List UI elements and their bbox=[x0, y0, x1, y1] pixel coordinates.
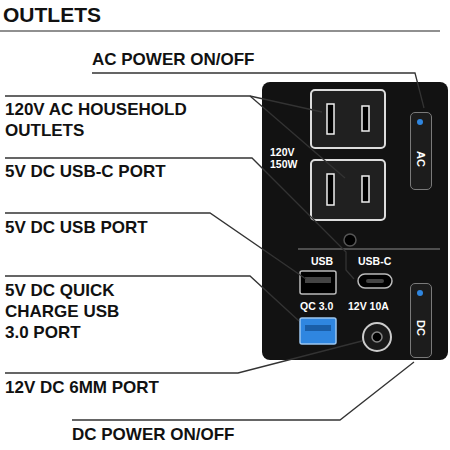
usb-c-port bbox=[358, 274, 392, 288]
callout-label: 120V AC HOUSEHOLD OUTLETS bbox=[5, 99, 205, 141]
qc-usb-port bbox=[300, 318, 336, 344]
outlet-panel bbox=[262, 82, 448, 360]
panel-marking: USB-C bbox=[358, 255, 391, 267]
callout-label: 5V DC USB PORT bbox=[5, 217, 148, 238]
title: OUTLETS bbox=[3, 3, 101, 27]
panel-hole bbox=[344, 234, 356, 246]
panel-divider bbox=[298, 248, 440, 249]
leader-lines bbox=[5, 73, 424, 420]
title-rule bbox=[0, 30, 440, 31]
power-button: DC bbox=[410, 283, 432, 358]
ac-outlet bbox=[311, 160, 385, 220]
leader-line bbox=[5, 158, 354, 279]
button-label: AC bbox=[415, 151, 427, 167]
indicator-light bbox=[417, 290, 423, 296]
callout-label: AC POWER ON/OFF bbox=[92, 49, 254, 70]
leader-line bbox=[250, 96, 345, 178]
button-label: DC bbox=[415, 320, 427, 336]
callout-label: 5V DC USB-C PORT bbox=[5, 161, 166, 182]
leader-line bbox=[5, 341, 362, 373]
power-button: AC bbox=[410, 112, 432, 190]
panel-marking: USB bbox=[311, 255, 333, 267]
callout-label: DC POWER ON/OFF bbox=[72, 424, 234, 445]
panel-marking: 120V 150W bbox=[270, 146, 304, 170]
outlet-panel: 120V 150W USB USB-C QC 3.0 12V 10A AC DC bbox=[262, 82, 448, 360]
panel-marking: QC 3.0 bbox=[300, 300, 333, 312]
leader-line bbox=[5, 213, 306, 279]
indicator-light bbox=[417, 119, 423, 125]
ac-outlet bbox=[311, 90, 385, 148]
callout-label: 5V DC QUICK CHARGE USB 3.0 PORT bbox=[5, 280, 130, 343]
usb-port bbox=[300, 271, 336, 294]
panel-marking: 12V 10A bbox=[348, 300, 389, 312]
dc-barrel-port bbox=[363, 323, 391, 351]
callout-label: 12V DC 6MM PORT bbox=[5, 377, 159, 398]
